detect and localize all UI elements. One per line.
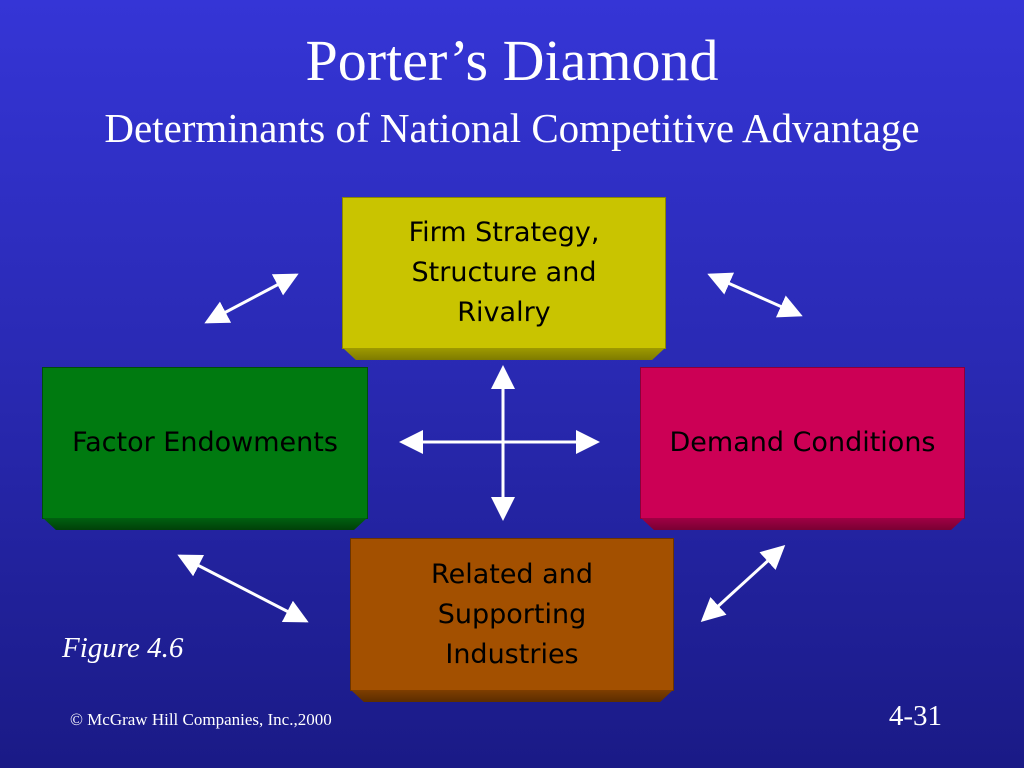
box-related-industries-bevel xyxy=(351,690,673,702)
copyright-footer: © McGraw Hill Companies, Inc.,2000 xyxy=(70,710,332,729)
page-number: 4-31 xyxy=(888,700,942,732)
box-factor-endowments-label: Factor Endowments xyxy=(72,427,338,458)
box-factor-endowments-bevel xyxy=(43,518,367,530)
box-demand-conditions-bevel xyxy=(641,518,964,530)
box-related-industries: Related and Supporting Industries xyxy=(350,538,674,702)
slide-title: Porter’s Diamond xyxy=(305,28,719,93)
arrow-top-left xyxy=(204,273,299,324)
box-factor-endowments: Factor Endowments xyxy=(42,367,368,530)
arrow-bottom-left xyxy=(177,554,309,623)
box-related-industries-label: Related and Supporting Industries xyxy=(431,558,593,670)
box-firm-strategy-label: Firm Strategy, Structure and Rivalry xyxy=(408,217,600,328)
slide-subtitle: Determinants of National Competitive Adv… xyxy=(104,105,920,151)
arrow-bottom-right xyxy=(700,544,786,623)
box-demand-conditions-label: Demand Conditions xyxy=(669,427,936,458)
box-firm-strategy: Firm Strategy, Structure and Rivalry xyxy=(342,197,666,360)
figure-label: Figure 4.6 xyxy=(62,632,184,664)
box-firm-strategy-bevel xyxy=(343,348,665,360)
box-demand-conditions: Demand Conditions xyxy=(640,367,965,530)
arrow-top-right xyxy=(707,272,803,318)
